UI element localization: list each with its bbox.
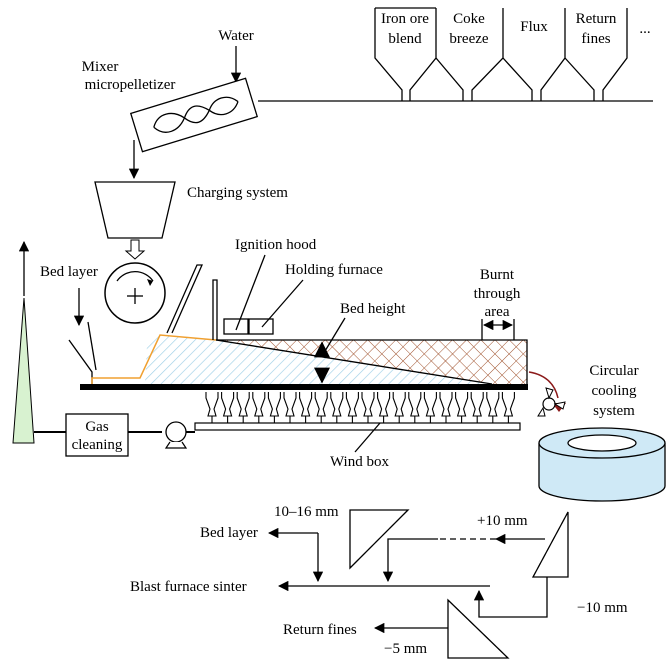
more-hoppers-ellipsis: ... (639, 21, 650, 37)
return-fines-label: Return fines (283, 622, 357, 638)
discharge-arc (528, 371, 559, 399)
circular-cooler (538, 427, 666, 502)
wind-box (236, 392, 250, 417)
minus-10-flow (473, 577, 548, 618)
hopper-iron-ore-label-2: blend (388, 31, 422, 47)
plus-10-label: +10 mm (477, 513, 528, 529)
wind-box-leader (354, 422, 381, 453)
minus-5-label: −5 mm (384, 641, 427, 657)
bed-layer-hopper (68, 321, 97, 385)
plus-10-to-sinter (382, 538, 438, 583)
charging-system-label: Charging system (187, 185, 288, 201)
wind-box (423, 392, 437, 417)
wind-box (267, 392, 281, 417)
wind-box (361, 392, 375, 417)
wind-box (408, 392, 422, 417)
circular-cooling-label-2: cooling (592, 383, 637, 399)
wind-box (299, 392, 313, 417)
burnt-label-1: Burnt (480, 267, 515, 283)
wind-box (283, 392, 297, 417)
ignition-hood (223, 318, 249, 335)
wind-box (501, 392, 515, 417)
bed-height-label: Bed height (340, 301, 406, 317)
hopper-flux-label: Flux (520, 19, 548, 35)
ignition-hood-leader (235, 254, 266, 331)
charging-down-arrow (124, 239, 146, 260)
hopper-return-fines: Return fines (564, 8, 628, 101)
sinter-bed (91, 334, 528, 385)
charging-hopper (94, 181, 176, 239)
holding-furnace (248, 318, 274, 335)
mixer-drum (129, 77, 259, 153)
holding-furnace-label: Holding furnace (285, 262, 383, 278)
drum-feeder (104, 262, 166, 324)
minus-10-label: −10 mm (577, 600, 628, 616)
size-10-16-label: 10–16 mm (274, 504, 339, 520)
hopper-flux: Flux (502, 8, 566, 101)
screen-upper-deck (349, 509, 409, 569)
hopper-return-fines-label-2: fines (581, 31, 610, 47)
hopper-iron-ore: Iron ore blend (374, 7, 437, 101)
screen-right (531, 511, 569, 578)
wind-box (392, 392, 406, 417)
screen-right-deck (532, 511, 569, 578)
gas-cleaning-label-1: Gas (85, 419, 108, 435)
crusher (537, 387, 566, 417)
blast-furnace-sinter-label: Blast furnace sinter (130, 579, 247, 595)
wind-box (486, 392, 500, 417)
mixer-label-1: Mixer (82, 59, 119, 75)
ignition-hood-label: Ignition hood (235, 237, 317, 253)
burnt-label-3: area (485, 304, 510, 320)
ignition-post (212, 279, 218, 340)
hopper-return-fines-label-1: Return (576, 11, 617, 27)
wind-box (455, 392, 469, 417)
hopper-iron-ore-label-1: Iron ore (381, 11, 429, 27)
screen-lower-deck (447, 599, 509, 659)
exhaust-stack (12, 297, 35, 444)
wind-box (330, 392, 344, 417)
wind-box (221, 392, 235, 417)
burnt-label-2: through (474, 286, 521, 302)
mixer-label-2: micropelletizer (85, 77, 176, 93)
water-label: Water (218, 28, 253, 44)
hopper-coke-breeze: Coke breeze (435, 8, 504, 101)
wind-box-label: Wind box (330, 454, 389, 470)
circular-cooling-label-1: Circular (589, 363, 638, 379)
wind-box (439, 392, 453, 417)
wind-box (205, 392, 219, 417)
wind-boxes (205, 392, 515, 423)
hopper-coke-label-1: Coke (453, 11, 485, 27)
hopper-coke-label-2: breeze (449, 31, 488, 47)
wind-main (194, 422, 521, 431)
wind-box (377, 392, 391, 417)
bed-layer-label: Bed layer (40, 264, 98, 280)
exhaust-fan (164, 421, 188, 449)
gas-cleaning-box (65, 413, 129, 457)
charging-chute (166, 264, 203, 334)
circular-cooling-label-3: system (593, 403, 635, 419)
holding-furnace-leader (261, 279, 304, 328)
screen-bed-layer-label: Bed layer (200, 525, 258, 541)
wind-box (470, 392, 484, 417)
wind-box (345, 392, 359, 417)
gas-cleaning-label-2: cleaning (72, 437, 123, 453)
wind-box (252, 392, 266, 417)
strand-pallet (80, 384, 528, 390)
wind-box (314, 392, 328, 417)
